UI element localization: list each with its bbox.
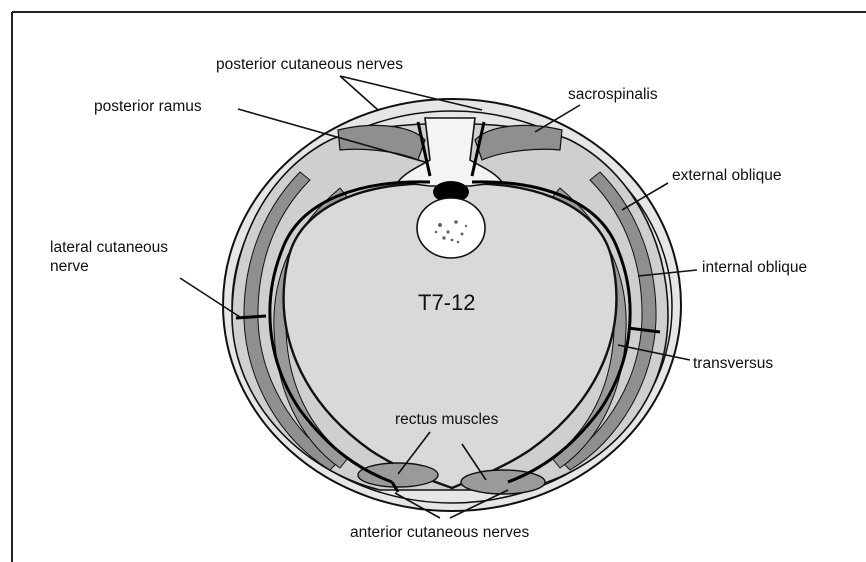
label-external-oblique: external oblique: [672, 167, 781, 184]
label-lateral-cutaneous-nerve-line1: lateral cutaneous: [50, 239, 168, 256]
label-sacrospinalis: sacrospinalis: [568, 86, 658, 103]
label-posterior-cutaneous-nerves: posterior cutaneous nerves: [216, 56, 403, 73]
label-rectus-muscles: rectus muscles: [395, 411, 499, 428]
label-transversus: transversus: [693, 355, 773, 372]
label-internal-oblique: internal oblique: [702, 259, 807, 276]
vertebral-body: [417, 198, 485, 258]
label-posterior-ramus: posterior ramus: [94, 98, 202, 115]
label-lateral-cutaneous-nerve-line2: nerve: [50, 258, 89, 275]
rectus-muscle-left: [358, 463, 438, 487]
label-anterior-cutaneous-nerves: anterior cutaneous nerves: [350, 524, 529, 541]
rectus-muscle-right: [461, 470, 545, 494]
label-segment: T7-12: [418, 290, 475, 315]
